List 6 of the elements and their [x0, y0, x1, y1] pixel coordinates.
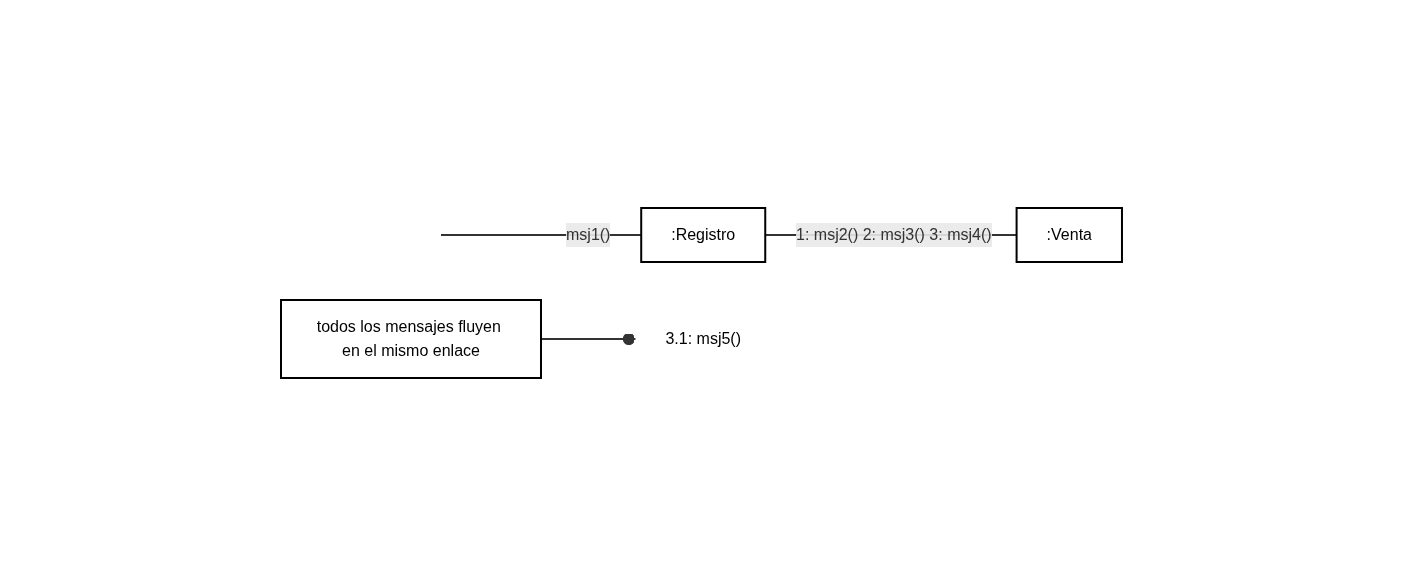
edge-label: msj1(): [566, 225, 611, 243]
node-text: 3.1: msj5(): [665, 329, 742, 347]
node-box: todos los mensajes fluyen en el mismo enlace: [280, 298, 542, 379]
node-box: :Venta: [1015, 206, 1123, 263]
edge-label: 1: msj2() 2: msj3() 3: msj4(): [796, 225, 992, 243]
node-box: :Registro: [640, 206, 767, 263]
